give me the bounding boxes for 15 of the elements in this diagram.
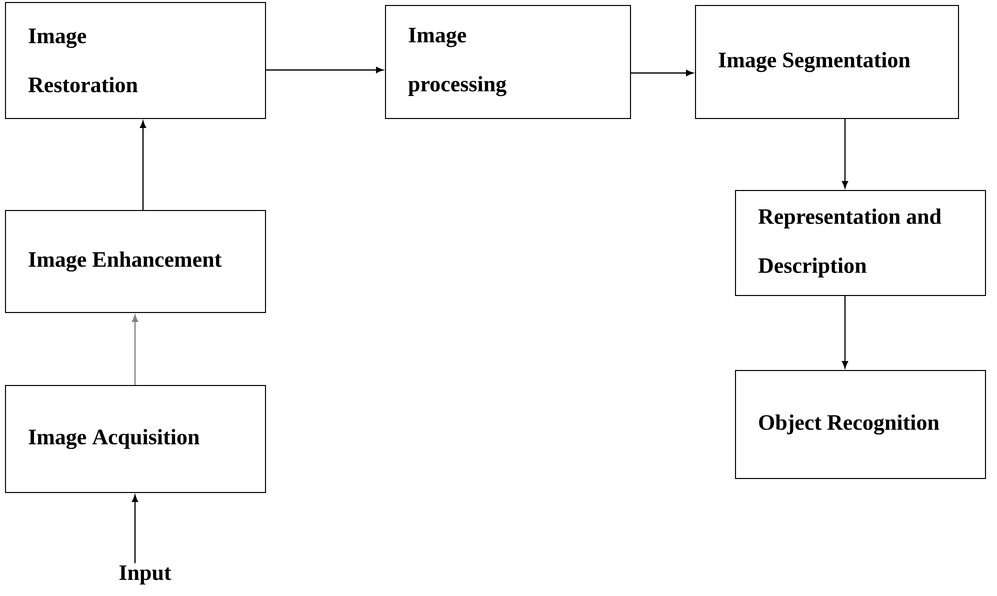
arrow xyxy=(842,119,848,188)
process-box: Image Restoration xyxy=(5,2,266,119)
process-box: Image Enhancement xyxy=(5,210,266,313)
arrow xyxy=(266,66,384,74)
arrow xyxy=(842,296,848,368)
arrow xyxy=(132,494,138,564)
process-box: Representation and Description xyxy=(735,190,986,296)
arrow xyxy=(631,70,694,76)
process-box: Object Recognition xyxy=(735,370,986,479)
process-box: Image processing xyxy=(385,5,631,119)
process-box: Image Acquisition xyxy=(5,385,266,493)
arrow xyxy=(140,120,146,210)
arrow xyxy=(132,314,138,385)
input-label: Input xyxy=(119,565,172,585)
process-box: Image Segmentation xyxy=(695,5,959,119)
